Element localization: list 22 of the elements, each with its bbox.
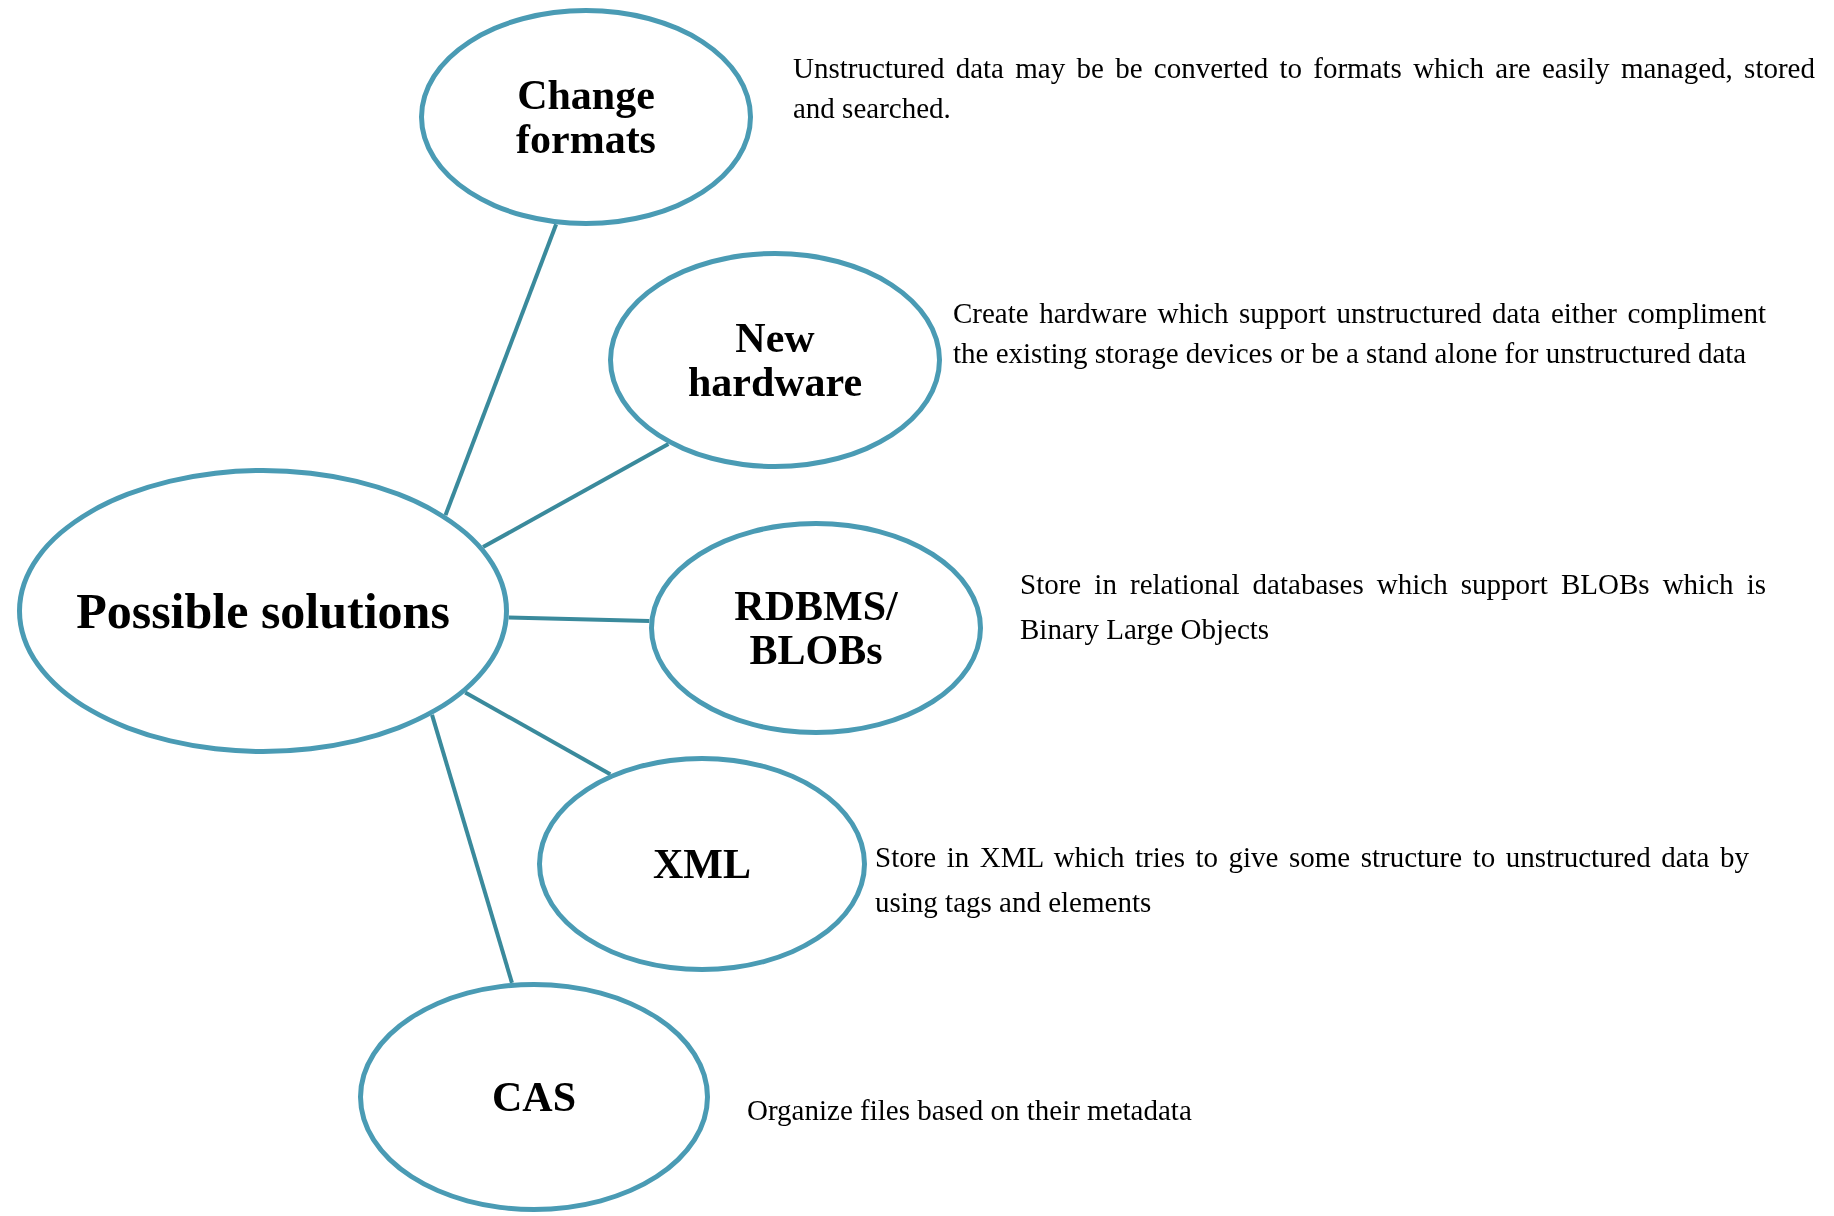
description-text: Store in XML which tries to give some structure to unstructured data by using tags and elements bbox=[875, 840, 1749, 920]
description-text: Unstructured data may be be converted to formats which are easily managed, stored and searched. bbox=[793, 51, 1815, 126]
connector-line bbox=[430, 714, 514, 984]
node-label: Change formats bbox=[515, 72, 657, 162]
ellipse-node bbox=[419, 8, 753, 226]
node-label: XML bbox=[653, 841, 751, 887]
node-label: New hardware bbox=[686, 315, 864, 405]
ellipse-node bbox=[17, 468, 509, 754]
ellipse-node bbox=[358, 982, 710, 1212]
description-text: Organize files based on their metadata bbox=[747, 1093, 1193, 1128]
connector-line bbox=[464, 690, 612, 776]
connector-line bbox=[443, 223, 559, 516]
description-text: Store in relational databases which support BLOBs which is Binary Large Objects bbox=[1020, 567, 1766, 647]
connector-line bbox=[482, 442, 670, 549]
node-label: CAS bbox=[492, 1074, 576, 1120]
node-label: RDBMS/ BLOBs bbox=[733, 583, 899, 673]
description-text: Create hardware which support unstructured data either compliment the existing storage devices or be a stand alone for unstructured data bbox=[953, 296, 1766, 371]
connector-line bbox=[508, 615, 650, 623]
node-label: Possible solutions bbox=[76, 584, 450, 638]
ellipse-node bbox=[608, 251, 942, 469]
ellipse-node bbox=[537, 756, 867, 972]
ellipse-node bbox=[649, 521, 983, 735]
